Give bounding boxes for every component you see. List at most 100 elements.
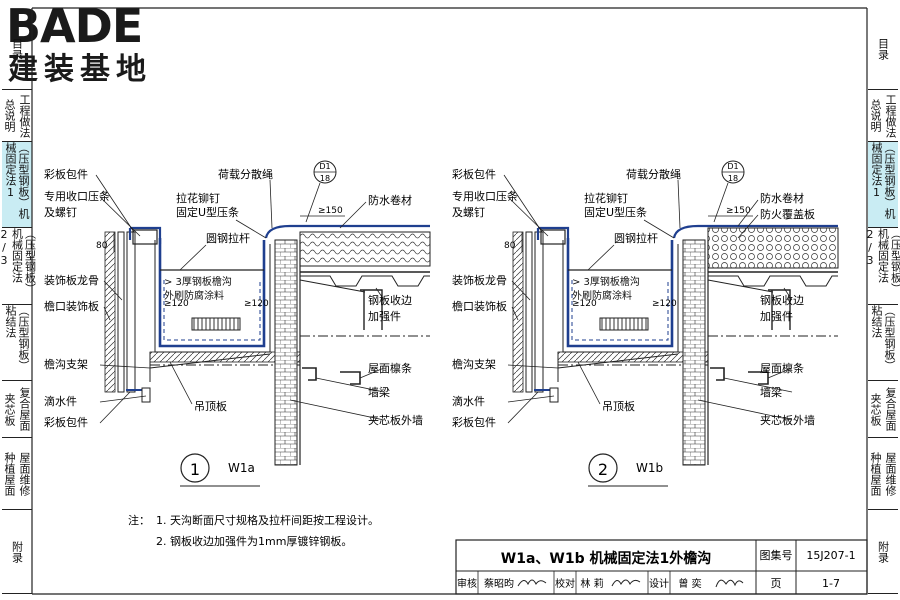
left-tab-bonding[interactable]: （压型钢板）粘结法 [2,305,32,381]
label-left-5: 檐沟支架 [452,357,496,371]
right-tab-label-general: 总说明 [869,99,882,132]
notes-prefix: 注： [128,513,150,527]
leader-rivet [643,219,675,239]
decor-panel-hatch [104,231,116,393]
gutter-text-1: > 3厚钢板檐沟 [164,275,232,288]
leader-membrane [339,201,367,229]
label-load-rope: 荷载分散绳 [626,167,681,181]
label-left-5: 檐沟支架 [44,357,88,371]
detail-number: 2 [598,460,608,479]
left-tab-label-bonding: （压型钢板）粘结法 [4,305,30,371]
right-tab-label-repair: 屋面维修 [884,451,897,496]
right-tab-appendix[interactable]: 附录 [868,510,898,594]
left-tab-label-general: 总说明 [3,99,16,132]
leader-ceiling [577,361,601,405]
detail-ref-bottom: 18 [320,174,330,183]
gutter-grate [599,317,649,331]
trim-piece [299,279,366,293]
right-tab-engineering[interactable]: 工程做法 [883,90,898,142]
wall-girt [302,367,317,381]
detail-number-circle [180,453,210,483]
note-1: 1. 天沟断面尺寸规格及拉杆间距按工程设计。 [156,513,379,527]
label-ceiling: 吊顶板 [194,399,227,413]
label-right-4: 屋面檩条 [760,361,804,375]
logo-jianzhuang: 建装基地 [8,52,152,87]
right-tab-planted[interactable]: 种植屋面 [868,438,883,510]
edge-reinforcement [360,289,383,330]
leader-tie-rod [179,244,207,271]
leader-left-3 [511,280,531,301]
left-tab-planted[interactable]: 种植屋面 [2,438,17,510]
right-tab-label-appendix: 附录 [876,540,890,563]
deck-profile [300,275,430,287]
drip-piece [141,387,151,403]
left-tab-mech1[interactable]: （压型钢板）机械固定法1 [2,142,32,228]
left-tab-sandwich[interactable]: 夹芯板 [2,381,17,438]
detail-ref-top: D1 [727,162,738,171]
leader-left-7 [507,391,539,424]
drip-piece [549,387,559,403]
right-tab-composite[interactable]: 复合屋面 [883,381,898,438]
label-right-2: 钢板收边 [760,293,804,307]
left-tab-appendix[interactable]: 附录 [2,510,32,594]
label-right-0: 防水卷材 [368,193,412,207]
left-tab-mech23[interactable]: （压型钢板）机械固定法2/3 [0,228,37,305]
dim-80-label: 80 [504,241,516,251]
atlas-number: 15J207-1 [806,549,855,562]
left-tab-general[interactable]: 总说明 [2,90,17,142]
drawing-title: W1a、W1b 机械固定法1外檐沟 [501,550,711,567]
left-tab-composite[interactable]: 复合屋面 [17,381,32,438]
right-tab-mech1[interactable]: （压型钢板）机械固定法1 [868,142,898,228]
left-tab-label-sandwich: 夹芯板 [3,392,16,426]
check-label: 校对 [555,577,575,590]
dim-120a-label: ≥120 [572,299,597,309]
right-tab-sandwich[interactable]: 夹芯板 [868,381,883,438]
right-tab-contents[interactable]: 目录 [868,8,898,90]
design-label: 设计 [649,577,669,590]
label-tie-rod: 圆钢拉杆 [206,231,250,245]
label-left-2: 及螺钉 [44,206,77,219]
left-tab-label-mech1: （压型钢板）机械固定法1 [4,142,30,219]
right-tab-label-composite: 复合屋面 [884,387,897,431]
designer-signature [715,579,744,588]
dim-120b-label: ≥120 [244,299,269,309]
right-tab-label-engineering: 工程做法 [884,93,897,138]
steel-gutter [158,238,266,348]
edge-reinforcement [768,289,791,330]
leader-tie-rod [587,244,615,271]
decor-keel [117,231,125,393]
leader-left-4 [103,306,111,321]
left-tab-engineering[interactable]: 工程做法 [17,90,32,142]
label-left-1: 专用收口压条 [44,189,110,203]
roof-purlin [340,371,361,385]
label-left-3: 装饰板龙骨 [44,273,99,287]
label-right-5: 墙梁 [760,385,782,399]
label-rivet: 拉花铆钉 [584,191,628,205]
left-tab-repair[interactable]: 屋面维修 [17,438,32,510]
gutter-text-2: 外刷防腐涂料 [164,289,224,302]
left-tab-contents[interactable]: 目录 [2,8,32,90]
right-tab-repair[interactable]: 屋面维修 [883,438,898,510]
edge-clamp [132,229,158,245]
left-tab-label-planted: 种植屋面 [3,451,16,496]
trim-piece [707,279,774,293]
decor-frame [126,231,136,393]
leader-wall [289,399,385,421]
dim-150-label: ≥150 [318,206,343,216]
dim-120a-label: ≥120 [164,299,189,309]
right-tab-bonding[interactable]: （压型钢板）粘结法 [868,305,898,381]
label-tie-rod: 圆钢拉杆 [614,231,658,245]
title-block: W1a、W1b 机械固定法1外檐沟 图集号 15J207-1 页 1-7 审核 … [455,539,868,595]
left-tab-label-repair: 屋面维修 [18,451,31,496]
page-number: 1-7 [822,577,840,590]
roof-insulation [299,231,431,267]
leader-left-5 [99,364,151,369]
fire-cover-board [707,227,839,269]
label-left-6: 滴水件 [452,394,485,408]
decor-frame [534,231,544,393]
wall-girt [710,367,725,381]
detail-ref-top: D1 [319,162,330,171]
right-tab-general[interactable]: 总说明 [868,90,883,142]
